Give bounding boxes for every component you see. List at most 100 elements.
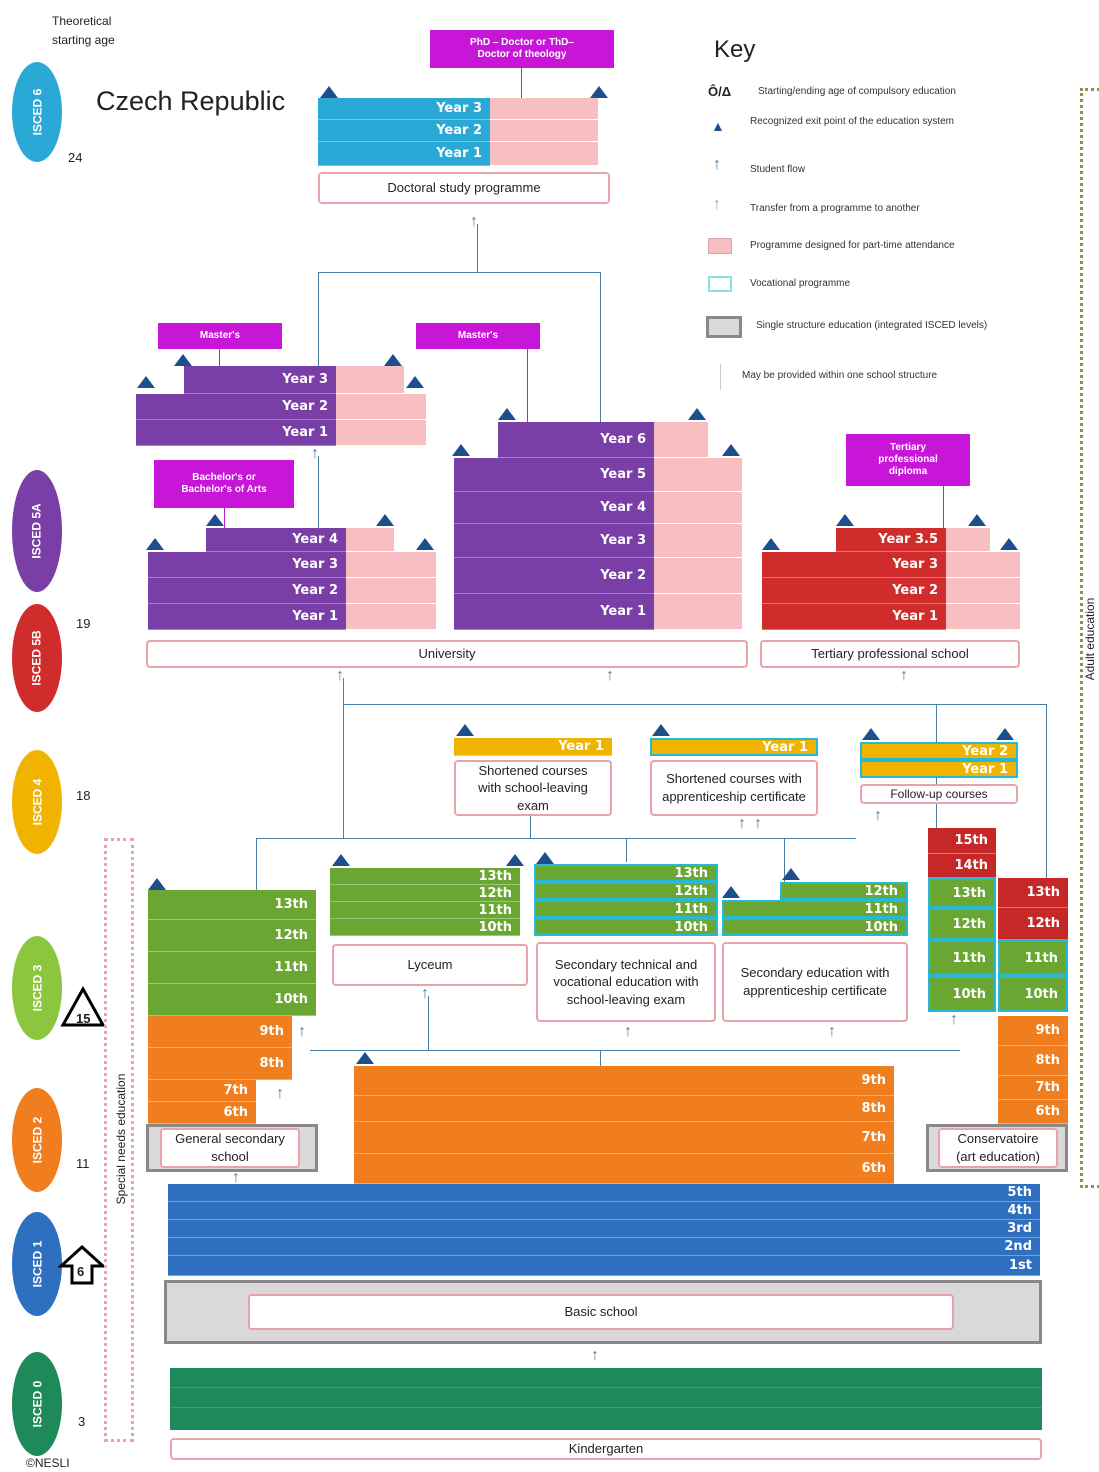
bachelor-year-2: Year 2 (148, 578, 346, 604)
conserv-b-grade-11: 11th (998, 940, 1068, 976)
long-masters-year-6-parttime (654, 422, 708, 458)
general-grade-8: 8th (148, 1048, 292, 1080)
isced-3-oval: ISCED 3 (12, 936, 62, 1040)
bachelor-year-3: Year 3 (148, 552, 346, 578)
exit-triangle-doctoral-right (590, 86, 608, 98)
flow-line (600, 1050, 601, 1066)
flow-line (784, 838, 785, 882)
key-text-single: Single structure education (integrated I… (756, 320, 988, 331)
kindergarten-bar-3 (170, 1408, 1042, 1430)
followup-box: Follow-up courses (860, 784, 1018, 804)
conserv-grade-7: 7th (998, 1076, 1068, 1100)
conservatoire-box: Conservatoire (art education) (938, 1128, 1058, 1168)
technical-box: Secondary technical and vocational educa… (536, 942, 716, 1022)
masters-year-3: Year 3 (184, 366, 336, 394)
starting-age-label: Theoretical starting age (52, 14, 115, 48)
masters-year-3-parttime (336, 366, 404, 394)
exit-triangle-doctoral-left (320, 86, 338, 98)
tertiary-year-3-5-parttime (946, 528, 990, 552)
long-masters-year-1: Year 1 (454, 594, 654, 630)
masters-year-2-parttime (336, 394, 426, 420)
bachelor-year-4: Year 4 (206, 528, 346, 552)
conserv-a-grade-14: 14th (928, 854, 996, 878)
compulsory-end-icon (60, 986, 106, 1027)
flow-arrow-technical: ↑ (624, 1023, 632, 1040)
flow-arrow-masters: ↑ (311, 445, 319, 462)
exit-triangle-bachelor (146, 538, 164, 550)
exit-triangle-long-masters (498, 408, 516, 420)
copyright: ©NESLI (26, 1456, 70, 1470)
flow-line (1046, 704, 1047, 878)
primary-grade-1: 1st (168, 1256, 1040, 1276)
flow-arrow-kindergarten: ↑ (591, 1347, 599, 1364)
technical-grade-11: 11th (534, 900, 718, 918)
key-text-exit: Recognized exit point of the education s… (750, 116, 955, 127)
masters-label-left: Master's (158, 323, 282, 349)
age-24: 24 (68, 150, 83, 165)
flow-arrow-followup: ↑ (874, 807, 882, 824)
tertiary-connector (943, 486, 944, 528)
isced-5b-oval: ISCED 5B (12, 604, 62, 712)
tertiary-school-box: Tertiary professional school (760, 640, 1020, 668)
exit-triangle-tertiary (836, 514, 854, 526)
flow-arrow-tertiary: ↑ (900, 667, 908, 684)
exit-triangle-bachelor (376, 514, 394, 526)
exit-triangle-long-masters (452, 444, 470, 456)
exit-triangle-followup (862, 728, 880, 740)
isced-6-oval: ISCED 6 (12, 62, 62, 162)
isced-0-oval: ISCED 0 (12, 1352, 62, 1456)
exit-triangle-masters (384, 354, 402, 366)
age-3: 3 (78, 1414, 86, 1429)
kindergarten-bar-2 (170, 1388, 1042, 1408)
basic-grade-9: 9th (354, 1066, 894, 1096)
compulsory-end-age: 15 (76, 1011, 91, 1026)
long-masters-year-5-parttime (654, 458, 742, 492)
key-swatch-single (706, 316, 742, 338)
technical-grade-13: 13th (534, 864, 718, 882)
flow-arrow-general: ↑ (276, 1085, 284, 1102)
general-secondary-box: General secondary school (160, 1128, 300, 1168)
followup-year-2: Year 2 (860, 742, 1018, 760)
shortened-exam-box: Shortened courses with school-leaving ex… (454, 760, 612, 816)
tertiary-year-1-parttime (946, 604, 1020, 630)
primary-grade-5: 5th (168, 1184, 1040, 1202)
conserv-a-grade-10: 10th (928, 976, 996, 1012)
conserv-grade-8: 8th (998, 1046, 1068, 1076)
adult-education-border (1080, 88, 1099, 1188)
lyceum-grade-13: 13th (330, 868, 520, 885)
exit-triangle-tertiary (1000, 538, 1018, 550)
exit-triangle-bachelor (416, 538, 434, 550)
key-swatch-parttime (708, 238, 732, 254)
flow-line (428, 996, 429, 1050)
doctoral-programme-box: Doctoral study programme (318, 172, 610, 204)
isced-2-oval: ISCED 2 (12, 1088, 62, 1192)
flow-line (343, 704, 1047, 705)
flow-arrow-conserv: ↑ (950, 1011, 958, 1028)
primary-grade-4: 4th (168, 1202, 1040, 1220)
basic-grade-6: 6th (354, 1154, 894, 1184)
long-masters-year-3-parttime (654, 524, 742, 558)
flow-line (256, 838, 257, 890)
doctoral-year-3: Year 3 (318, 98, 490, 120)
conserv-grade-9: 9th (998, 1016, 1068, 1046)
lyceum-grade-10: 10th (330, 919, 520, 936)
isced-1-oval: ISCED 1 (12, 1212, 62, 1316)
general-grade-6: 6th (148, 1102, 256, 1124)
lyceum-box: Lyceum (332, 944, 528, 986)
bachelor-year-3-parttime (346, 552, 436, 578)
exit-triangle-apprentice (782, 868, 800, 880)
adult-education-label: Adult education (1083, 597, 1097, 681)
kindergarten-bar-1 (170, 1368, 1042, 1388)
basic-grade-8: 8th (354, 1096, 894, 1122)
key-title: Key (714, 36, 756, 63)
flow-arrow-shortened-apprentice: ↑ (754, 815, 762, 832)
flow-arrow-general: ↑ (232, 1169, 240, 1186)
general-grade-12: 12th (148, 920, 316, 952)
conserv-a-grade-12: 12th (928, 908, 996, 940)
key-text-transfer: Transfer from a programme to another (750, 203, 920, 214)
flow-arrow-university-right: ↑ (606, 667, 614, 684)
special-needs-border (104, 838, 134, 1442)
tertiary-year-2-parttime (946, 578, 1020, 604)
flow-arrow-apprentice: ↑ (828, 1023, 836, 1040)
exit-triangle-apprentice (722, 886, 740, 898)
